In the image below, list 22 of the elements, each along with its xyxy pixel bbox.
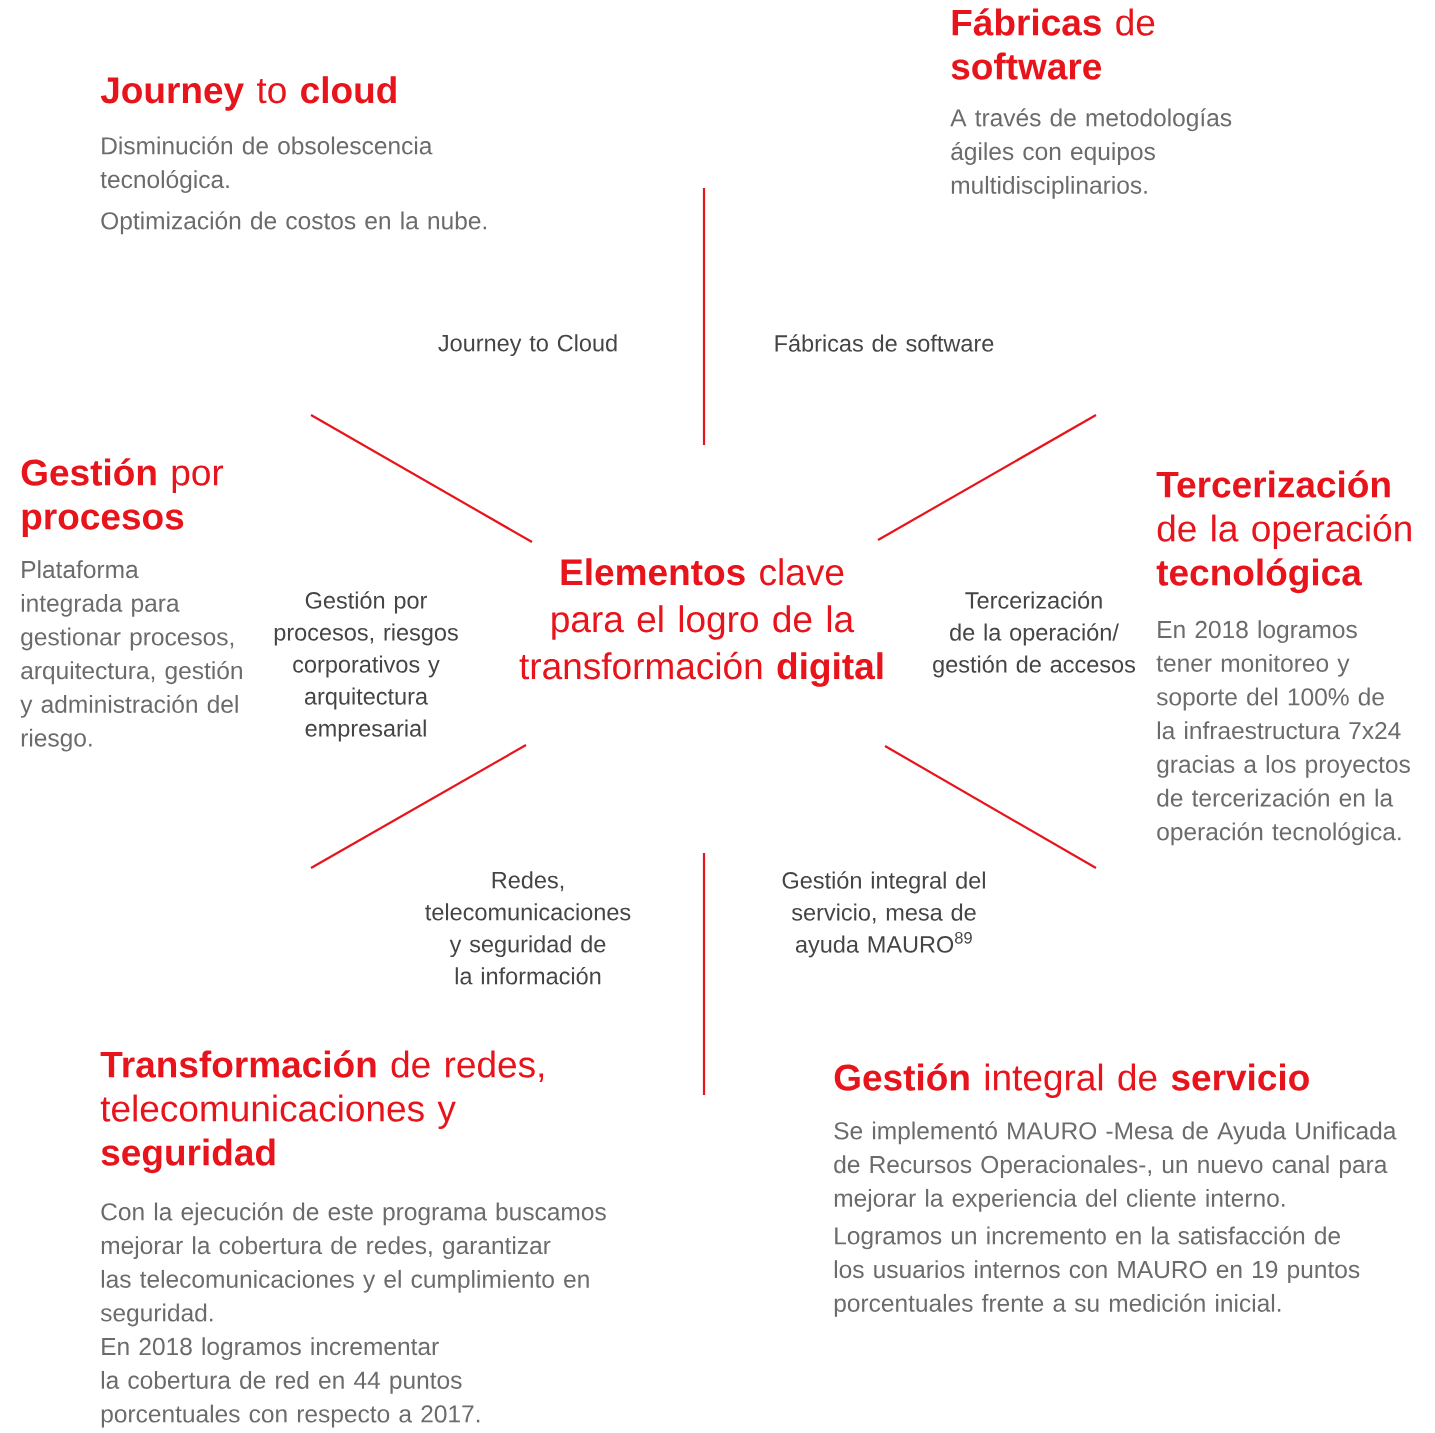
body-text: A través de metodologías ágiles con equipos multidisciplinarios. bbox=[950, 108, 1232, 199]
heading-text: Transformación de redes, telecomunicaciones y seguridad bbox=[100, 1050, 544, 1174]
body-text: Disminución de obsolescencia tecnológica. bbox=[100, 136, 433, 194]
body-text: Plataforma integrada para gestionar procesos, arquitectura, gestión y administración del riesgo. bbox=[20, 560, 242, 752]
sector-label: Gestión por procesos, riesgos corporativos y arquitectura empresarial bbox=[274, 591, 458, 742]
body-text: Logramos un incremento en la satisfacción de los usuarios internos con MAURO en 19 puntos porcentuales frente a su medición inicial. bbox=[834, 1226, 1360, 1317]
body-text: Se implementó MAURO -Mesa de Ayuda Unificada de Recursos Operacionales-, un nuevo canal para mejorar la experiencia del cliente interno. bbox=[834, 1121, 1397, 1212]
body-text: En 2018 logramos incrementar la cobertura de red en 44 puntos porcentuales con respecto a 2017. bbox=[101, 1337, 480, 1428]
heading-text: Tercerización de la operación tecnológica bbox=[1156, 470, 1411, 594]
body-text: Con la ejecución de este programa buscamos mejorar la cobertura de redes, garantizar las telecomunicaciones y el cumplimiento en seguridad. bbox=[100, 1202, 606, 1327]
sector-label: Gestión integral del servicio, mesa de ayuda MAURO$^{89}$ bbox=[782, 871, 985, 958]
sector-label: Journey to Cloud bbox=[438, 334, 617, 357]
body-text: Optimización de costos en la nube. bbox=[101, 211, 486, 235]
sector-label: Fábricas de software bbox=[775, 334, 994, 352]
sector-label: Redes, telecomunicaciones y seguridad de la información bbox=[425, 871, 631, 985]
heading-text: Journey to cloud bbox=[100, 76, 396, 111]
body-text: En 2018 logramos tener monitoreo y soporte del 100% de la infraestructura 7x24 gracias a los proyectos de tercerización en la operación tecnológica. bbox=[1156, 620, 1410, 846]
sector-label: Tercerización de la operación/ gestión de accesos bbox=[933, 591, 1135, 678]
heading-text: Fábricas de software bbox=[951, 8, 1155, 80]
center-title: Elementos clave para el logro de la transformación digital bbox=[519, 558, 883, 687]
heading-text: Gestión integral de servicio bbox=[834, 1063, 1309, 1099]
heading-text: Gestión por procesos bbox=[21, 458, 224, 538]
